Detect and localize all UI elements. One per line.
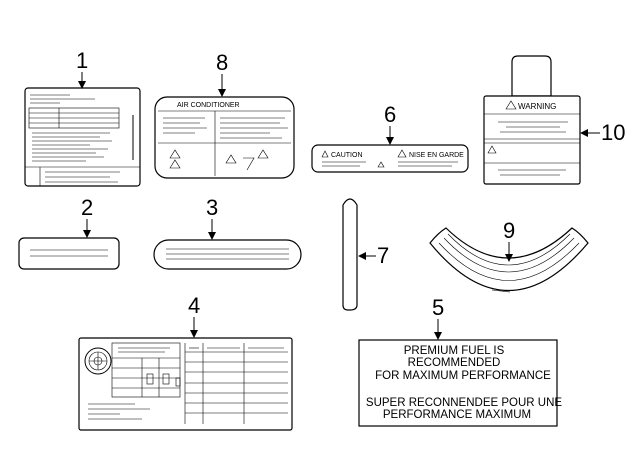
label-8-air-conditioner: AIR CONDITIONER bbox=[154, 96, 295, 179]
callout-9: 9 bbox=[503, 218, 515, 262]
fuel-line-2: RECOMMENDED bbox=[408, 357, 501, 369]
callout-number-10: 10 bbox=[601, 120, 625, 145]
callout-number-1: 1 bbox=[76, 48, 88, 73]
callout-number-6: 6 bbox=[384, 102, 396, 127]
fuel-line-1: PREMIUM FUEL IS bbox=[404, 345, 505, 357]
callout-number-3: 3 bbox=[206, 195, 218, 220]
callout-number-5: 5 bbox=[432, 295, 444, 320]
callout-number-9: 9 bbox=[503, 218, 515, 243]
label-7-strip bbox=[342, 198, 358, 311]
label-3 bbox=[153, 239, 302, 270]
label-6-caution: CAUTION NISE EN GARDE bbox=[311, 144, 469, 173]
label-1-sheet bbox=[24, 87, 141, 187]
fuel-line-3: FOR MAXIMUM PERFORMANCE bbox=[375, 370, 551, 382]
callout-number-7: 7 bbox=[377, 243, 389, 268]
label-5-premium-fuel: PREMIUM FUEL IS RECOMMENDED FOR MAXIMUM … bbox=[358, 339, 562, 427]
callout-number-8: 8 bbox=[216, 50, 228, 75]
callout-1: 1 bbox=[76, 48, 88, 89]
callout-6: 6 bbox=[384, 102, 396, 145]
callout-4: 4 bbox=[188, 293, 200, 338]
air-conditioner-title: AIR CONDITIONER bbox=[177, 102, 240, 109]
tire-icon bbox=[84, 347, 112, 375]
callout-7: 7 bbox=[358, 243, 389, 268]
fuel-line-4: SUPER RECONNENDEE POUR UNE bbox=[366, 397, 562, 409]
callout-number-2: 2 bbox=[81, 195, 93, 220]
caution-text: CAUTION bbox=[331, 152, 363, 159]
label-2 bbox=[18, 237, 120, 270]
callout-2: 2 bbox=[81, 195, 93, 238]
callout-number-4: 4 bbox=[188, 293, 200, 318]
caution-text-french: NISE EN GARDE bbox=[409, 152, 464, 159]
callout-10: 10 bbox=[580, 120, 625, 145]
callout-8: 8 bbox=[216, 50, 228, 97]
fuel-line-5: PERFORMANCE MAXIMUM bbox=[383, 409, 531, 421]
label-4-tire-info bbox=[78, 337, 293, 431]
callout-5: 5 bbox=[432, 295, 444, 340]
callout-3: 3 bbox=[206, 195, 218, 240]
label-10-warning: WARNING bbox=[483, 55, 581, 185]
warning-title: WARNING bbox=[518, 102, 556, 111]
